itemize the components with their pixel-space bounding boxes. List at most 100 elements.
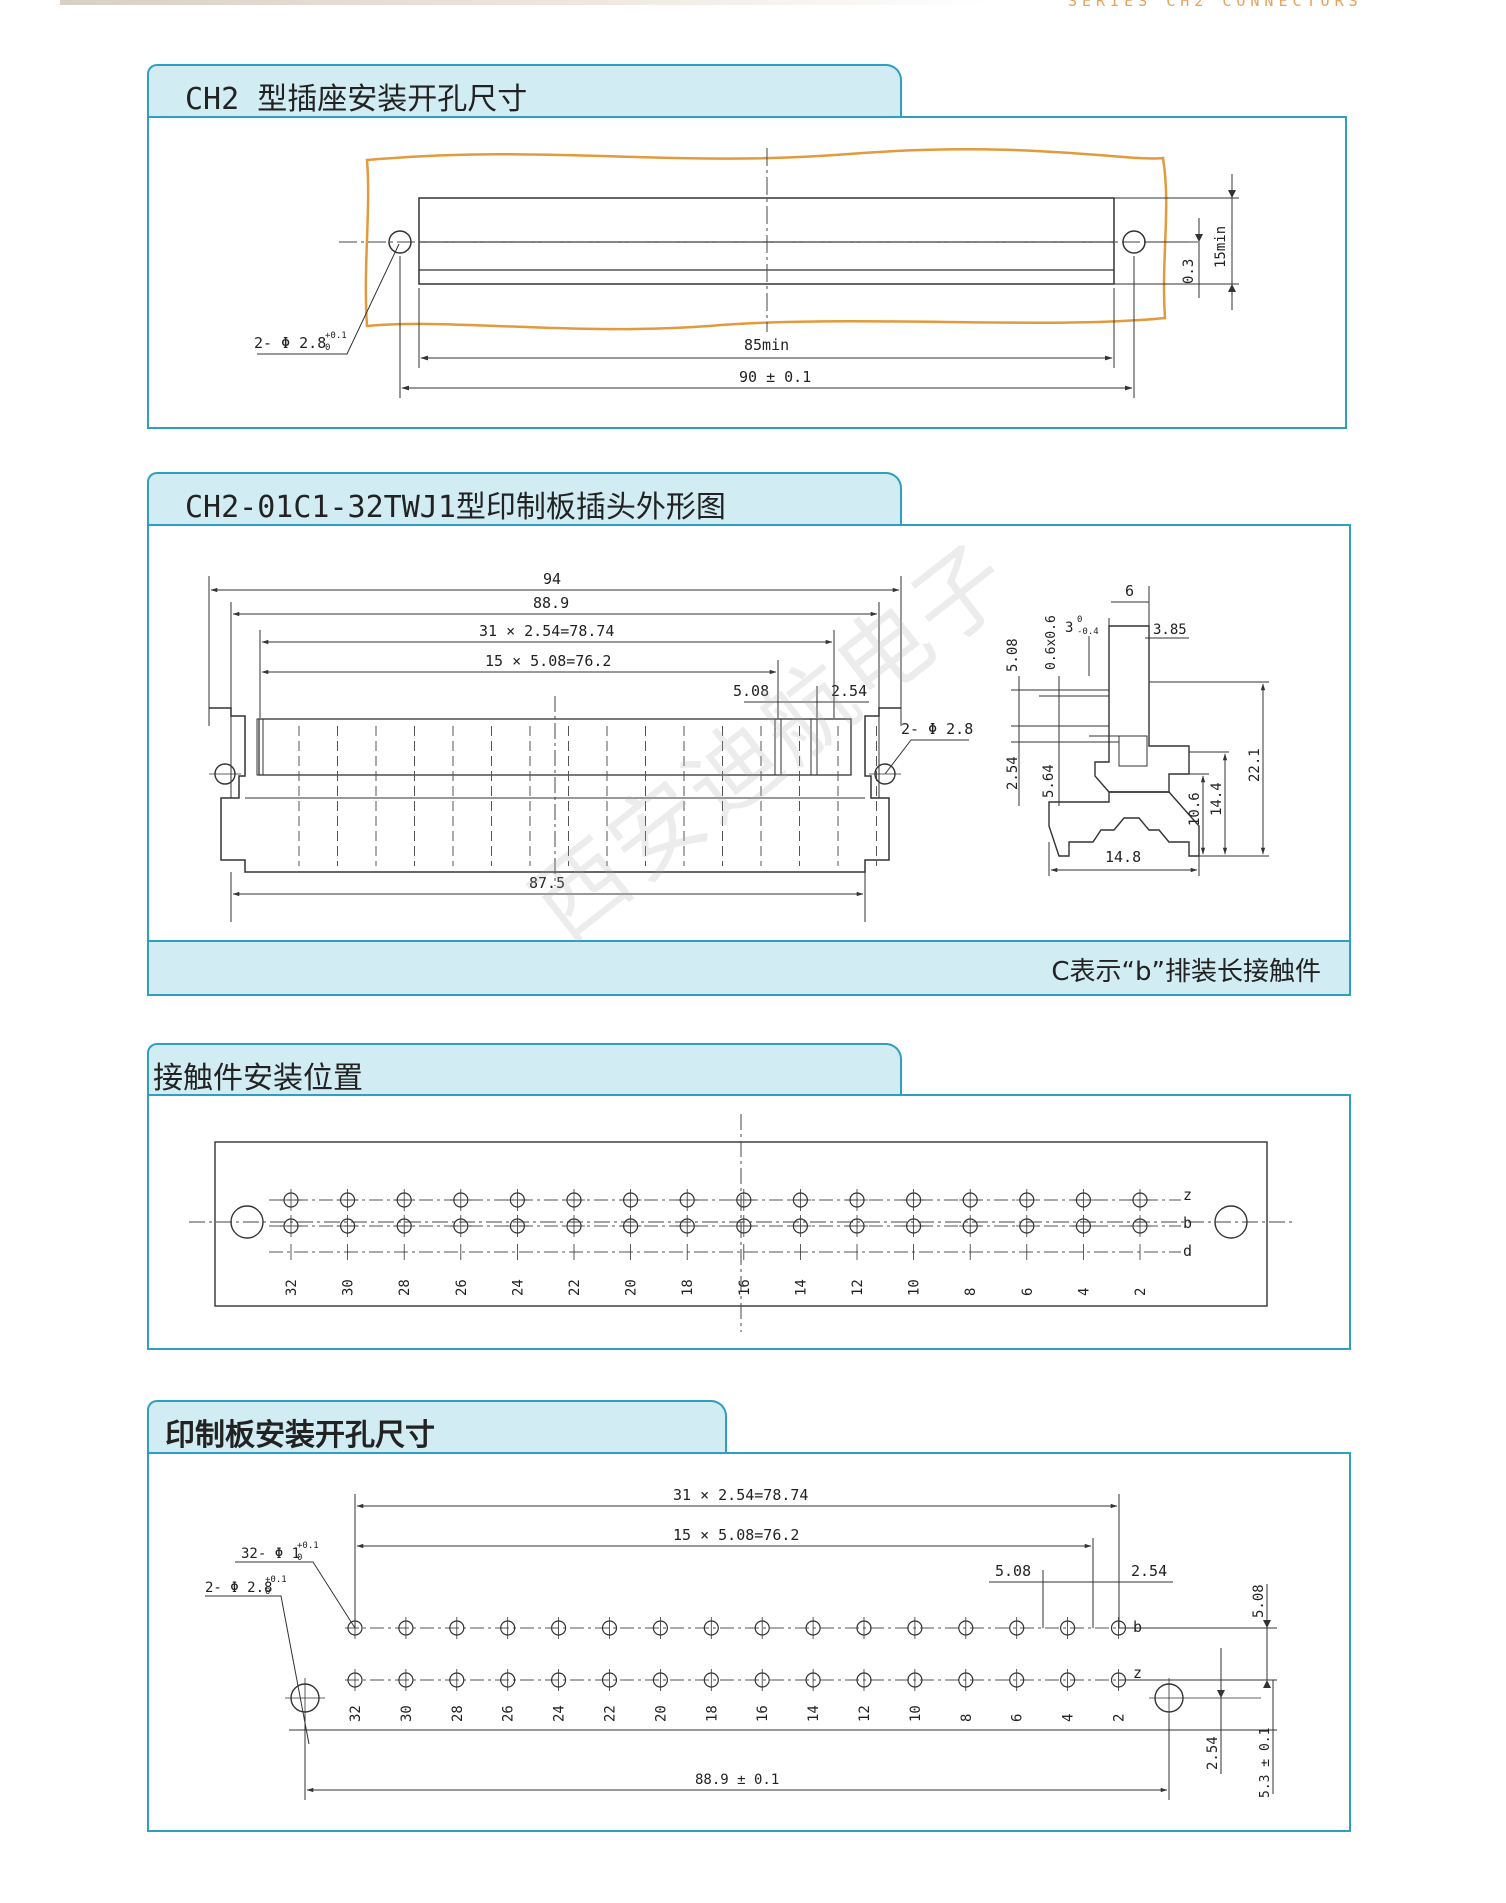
pcb-row-label-z: z — [1133, 1664, 1142, 1682]
dim-762: 15 × 5.08=76.2 — [485, 652, 611, 670]
dim-pcb-762: 15 × 5.08=76.2 — [673, 1526, 799, 1544]
mount-hole-left — [388, 230, 412, 254]
pcb-pin-number: 10 — [908, 1705, 924, 1722]
pcb-pin-number: 8 — [959, 1714, 975, 1722]
dim-pcb-889: 88.9 ± 0.1 — [695, 1772, 779, 1788]
pcb-pin-leader — [235, 1561, 356, 1629]
section3-title: 接触件安装位置 — [153, 1061, 363, 1096]
contact-number: 10 — [907, 1279, 923, 1296]
dim-pcb-pins-tol-up: +0.1 — [297, 1541, 319, 1551]
dim-side-144: 14.4 — [1209, 782, 1225, 816]
plug-side-view — [1039, 625, 1200, 857]
dim-7874: 31 × 2.54=78.74 — [479, 622, 614, 640]
dim-254: 2.54 — [831, 682, 867, 700]
contact-number: 30 — [341, 1279, 357, 1296]
dim-15min: 15min — [1213, 226, 1229, 268]
pcb-pin-number: 26 — [501, 1705, 517, 1722]
plate-hole-right — [1214, 1205, 1248, 1239]
dim-pcb-508: 5.08 — [995, 1562, 1031, 1580]
dim-side-564: 5.64 — [1041, 764, 1057, 798]
arrow-03 — [1195, 234, 1203, 242]
contact-number: 14 — [793, 1279, 809, 1296]
dim-side-3-tol-up: 0 — [1077, 615, 1082, 625]
arrow-v508-top — [1263, 1620, 1271, 1628]
dim-side-6: 6 — [1125, 582, 1134, 600]
pin-dash-lines — [298, 726, 877, 866]
dim-side-385: 3.85 — [1153, 622, 1187, 638]
dim-side-3-tol-dn: -0.4 — [1077, 627, 1099, 637]
contact-number: 28 — [397, 1279, 413, 1296]
arrow-v508-bot — [1263, 1680, 1271, 1688]
section1-title: CH2 型插座安装开孔尺寸 — [185, 82, 528, 117]
socket-body-outline — [418, 197, 1115, 285]
contact-number: 12 — [850, 1279, 866, 1296]
dim-pcb-v508: 5.08 — [1251, 1584, 1267, 1618]
dim-pcb-hole-tol-dn: 0 — [265, 1587, 270, 1597]
dim-side-06: 0.6x0.6 — [1044, 615, 1059, 670]
section2-panel: 94 88.9 31 × 2.54=78.74 15 × 5.08=76.2 5… — [147, 524, 1351, 942]
section2-title: CH2-01C1-32TWJ1型印制板插头外形图 — [185, 490, 726, 525]
panel-cutout-outline — [364, 148, 1168, 331]
pcb-pin-number: 16 — [755, 1705, 771, 1722]
dim-90: 90 ± 0.1 — [739, 368, 811, 386]
arrow-v254 — [1217, 1690, 1225, 1698]
contact-number: 32 — [284, 1279, 300, 1296]
section2-footer-note: C表示“b”排装长接触件 — [1051, 957, 1321, 987]
dim-pcb-hole: 2- Φ 2.8 — [205, 1580, 272, 1596]
section1-drawing: 2- Φ 2.8 +0.1 0 85min 90 ± 0.1 0.3 15min — [254, 148, 1239, 398]
pcb-pin-number: 14 — [806, 1705, 822, 1722]
contact-number: 22 — [567, 1279, 583, 1296]
section4-title: 印制板安装开孔尺寸 — [165, 1418, 435, 1453]
row-label-b: b — [1183, 1214, 1192, 1232]
dim-508: 5.08 — [733, 682, 769, 700]
dim-side-3: 3 — [1065, 620, 1073, 636]
pcb-pin-number: 20 — [653, 1705, 669, 1722]
section2-footer: C表示“b”排装长接触件 — [147, 940, 1351, 996]
dim-85min: 85min — [744, 336, 789, 354]
contact-number: 8 — [963, 1288, 979, 1296]
dim-pcb-254: 2.54 — [1131, 1562, 1167, 1580]
dim-pcb-hole-tol-up: +0.1 — [265, 1575, 287, 1585]
section2-drawing: 94 88.9 31 × 2.54=78.74 15 × 5.08=76.2 5… — [208, 570, 1269, 922]
dim-hole-tol-up: +0.1 — [325, 331, 347, 341]
row-label-z: z — [1183, 1186, 1192, 1204]
pcb-pin-number: 4 — [1061, 1714, 1077, 1722]
dim-hole-tol-dn: 0 — [325, 343, 330, 353]
plate-hole-left — [230, 1205, 264, 1239]
contact-number: 20 — [624, 1279, 640, 1296]
dim-875: 87.5 — [529, 874, 565, 892]
pcb-pin-number: 12 — [857, 1705, 873, 1722]
contact-number: 6 — [1020, 1288, 1036, 1296]
dim-side-221: 22.1 — [1247, 748, 1263, 782]
pcb-pin-number: 22 — [603, 1705, 619, 1722]
pcb-row-label-b: b — [1133, 1618, 1142, 1636]
pcb-pin-number: 2 — [1112, 1714, 1128, 1722]
dim-pcb-v254: 2.54 — [1205, 1736, 1221, 1770]
section4-tab: 印制板安装开孔尺寸 — [147, 1400, 727, 1453]
dim-side-106: 10.6 — [1187, 792, 1203, 826]
pcb-pin-number: 32 — [348, 1705, 364, 1722]
dim-889: 88.9 — [533, 594, 569, 612]
dim-side-254: 2.54 — [1005, 756, 1021, 790]
dim-94: 94 — [543, 570, 561, 588]
pcb-pin-number: 6 — [1010, 1714, 1026, 1722]
dim-side-148: 14.8 — [1105, 848, 1141, 866]
contact-number: 4 — [1076, 1288, 1092, 1296]
section1-tab: CH2 型插座安装开孔尺寸 — [147, 64, 902, 117]
front-hole-leader — [884, 739, 969, 775]
dim-side-508: 5.08 — [1005, 638, 1021, 672]
pcb-pin-number: 28 — [450, 1705, 466, 1722]
dim-03: 0.3 — [1181, 259, 1197, 284]
pcb-pin-number: 24 — [552, 1705, 568, 1722]
dim-hole-label: 2- Φ 2.8 — [254, 334, 326, 352]
row-label-d: d — [1183, 1242, 1192, 1260]
section3-tab: 接触件安装位置 — [147, 1043, 902, 1096]
hole-leader — [345, 243, 400, 355]
arrow-15-top — [1228, 190, 1236, 198]
contact-number: 26 — [454, 1279, 470, 1296]
pcb-pin-number: 30 — [399, 1705, 415, 1722]
